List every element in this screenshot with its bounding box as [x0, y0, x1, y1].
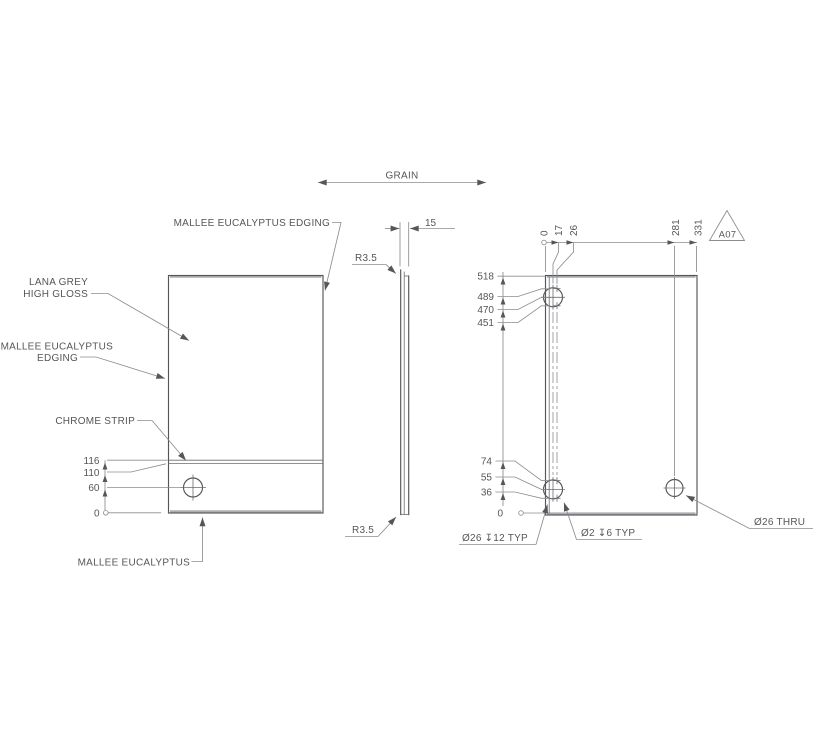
up-arrow [500, 310, 506, 318]
ordinate-26: 26 [569, 224, 580, 236]
thickness-dimension: 15 [385, 218, 455, 267]
datum-origin [103, 510, 109, 516]
left-ordinate-dimensions: 518 489 470 451 74 55 36 0 [477, 272, 551, 519]
ordinate-470: 470 [477, 305, 494, 316]
edging-top-leader [324, 222, 342, 291]
dim-arrow [551, 240, 559, 245]
ordinate-518: 518 [477, 272, 494, 283]
ordinate-17: 17 [554, 224, 565, 236]
ordinate-451: 451 [477, 318, 494, 329]
face-finish-label-2: HIGH GLOSS [23, 289, 88, 300]
radius-top-leader [352, 264, 397, 274]
ordinate-55: 55 [481, 473, 493, 484]
datum-origin [541, 239, 547, 246]
ordinate-281: 281 [671, 219, 682, 236]
front-panel-outline [167, 274, 324, 514]
dowel-leader [563, 502, 577, 540]
ordinate-331: 331 [694, 219, 705, 236]
extension-line-17 [552, 243, 559, 284]
grain-direction: GRAIN [318, 171, 486, 186]
edging-top-label: MALLEE EUCALYPTUS EDGING [174, 218, 330, 229]
up-arrow [500, 493, 506, 500]
extension-line-74 [495, 460, 550, 482]
up-arrow [102, 475, 108, 482]
extension-line-489 [497, 288, 551, 297]
chrome-strip-leader [137, 420, 187, 461]
front-view: 116 110 60 0 MALLEE EUCALYPTUS EDGING LA… [1, 218, 342, 569]
ordinate-74: 74 [481, 457, 493, 468]
top-ordinate-dimensions: 0 17 26 281 331 [540, 219, 705, 476]
through-leader [685, 495, 750, 529]
front-ordinate-dimensions: 116 110 60 0 [84, 456, 180, 520]
up-arrow [102, 489, 108, 497]
up-arrow [500, 323, 506, 331]
core-label: MALLEE EUCALYPTUS [78, 558, 191, 569]
core-leader [191, 517, 206, 562]
ordinate-0: 0 [94, 509, 100, 520]
extension-line-110 [107, 463, 167, 473]
radius-bottom-label: R3.5 [352, 525, 374, 536]
through-callout: Ø26 THRU [754, 517, 805, 528]
revision-triangle [708, 209, 746, 241]
side-view: 15 R3.5 R3.5 [345, 218, 455, 537]
face-finish-label-1: LANA GREY [29, 277, 88, 288]
up-arrow [102, 462, 108, 470]
extension-line-451 [497, 305, 551, 323]
extension-line-55 [495, 476, 546, 490]
dim-arrow [689, 240, 697, 245]
ordinate-489: 489 [477, 292, 494, 303]
dim-arrow [667, 240, 675, 245]
revision-flag: A07 [708, 209, 746, 241]
edging-left-label-2: EDGING [37, 353, 78, 364]
ordinate-60: 60 [88, 483, 100, 494]
up-arrow [500, 297, 506, 305]
radius-bottom-leader [345, 516, 397, 537]
ordinate-36: 36 [481, 488, 493, 499]
counterbore-leader [535, 504, 548, 545]
extension-line-26 [556, 243, 574, 284]
edging-left-label-1: MALLEE EUCALYPTUS [1, 342, 114, 353]
ordinate-116: 116 [84, 456, 100, 467]
revision-label: A07 [719, 230, 737, 241]
dowel-hole-marks [553, 285, 561, 310]
drilling-view: 0 17 26 281 331 518 489 [459, 219, 813, 545]
up-arrow [500, 478, 506, 485]
dowel-hole-marks [553, 477, 561, 502]
extension-line-36 [495, 491, 550, 499]
edging-left-leader [80, 356, 166, 379]
chrome-strip-label: CHROME STRIP [55, 416, 135, 427]
thickness-value: 15 [425, 218, 437, 229]
dowel-callout: Ø2 ↧6 TYP [581, 528, 635, 539]
ordinate-0: 0 [540, 230, 551, 236]
counterbore-callout: Ø26 ↧12 TYP [462, 533, 528, 544]
grain-label: GRAIN [386, 171, 419, 182]
face-finish-leader [91, 293, 190, 341]
extension-line-470 [497, 296, 546, 310]
panel-outline [544, 274, 698, 516]
radius-top-label: R3.5 [355, 253, 377, 264]
datum-origin [518, 510, 524, 516]
ordinate-110: 110 [84, 468, 100, 479]
ordinate-0: 0 [497, 508, 503, 519]
up-arrow [500, 462, 506, 469]
dim-arrow [566, 240, 574, 245]
up-arrow [500, 277, 506, 285]
front-hole [180, 474, 206, 501]
through-hole [663, 477, 686, 499]
front-callouts: MALLEE EUCALYPTUS EDGING LANA GREY HIGH … [1, 218, 342, 569]
hole-callouts: Ø26 ↧12 TYP Ø2 ↧6 TYP Ø26 THRU [459, 495, 813, 545]
